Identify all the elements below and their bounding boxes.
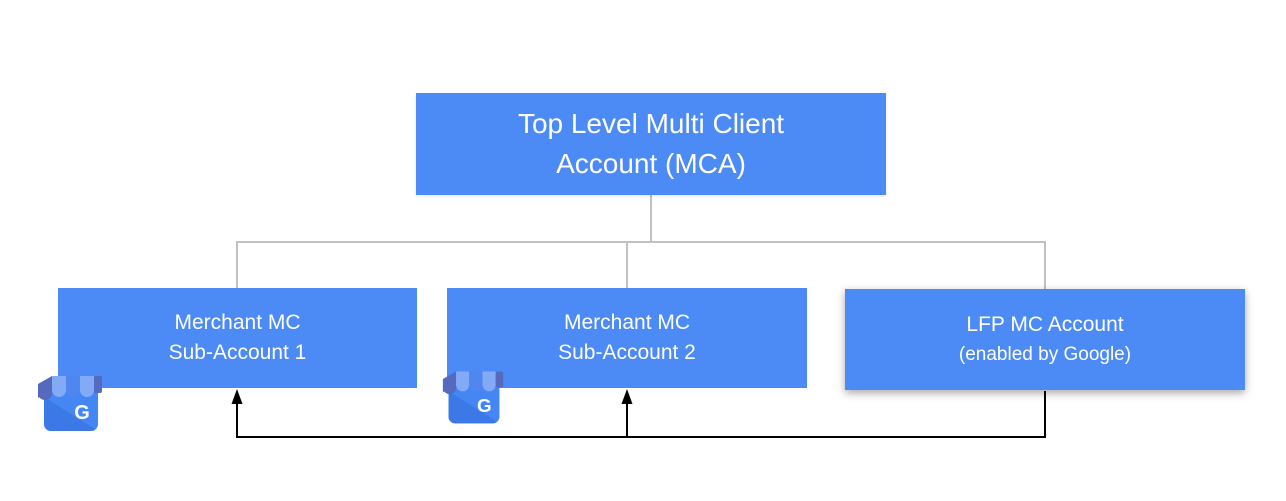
connector-root-stem [650, 195, 652, 241]
arrowhead-sub2 [621, 389, 633, 404]
google-my-business-icon: G [38, 376, 102, 431]
node-label-line1: Merchant MC [174, 311, 301, 334]
connector-drop-sub2 [626, 241, 628, 288]
node-label-line2: Sub-Account 1 [168, 341, 307, 364]
node-lfp-mc-account: LFP MC Account (enabled by Google) [845, 289, 1245, 390]
node-top-level-mca: Top Level Multi Client Account (MCA) [416, 93, 886, 195]
node-label-line2: Account (MCA) [556, 148, 746, 179]
node-merchant-sub-account-2: Merchant MC Sub-Account 2 [447, 288, 807, 388]
connector-drop-sub1 [236, 241, 238, 288]
connector-rail [236, 241, 1046, 243]
node-merchant-sub-account-1: Merchant MC Sub-Account 1 [58, 288, 417, 388]
node-label-line2: Sub-Account 2 [558, 341, 696, 364]
node-label-line1: Top Level Multi Client [517, 108, 785, 139]
node-label-line1: Merchant MC [563, 311, 691, 334]
connector-drop-lfp [1044, 241, 1046, 289]
node-label-line1: LFP MC Account [966, 312, 1124, 336]
node-label-line2: (enabled by Google) [958, 343, 1132, 365]
arrowhead-sub1 [231, 389, 243, 404]
gmb-g-letter: G [477, 395, 492, 416]
gmb-g-letter: G [74, 402, 90, 424]
google-my-business-icon: G [442, 371, 504, 424]
